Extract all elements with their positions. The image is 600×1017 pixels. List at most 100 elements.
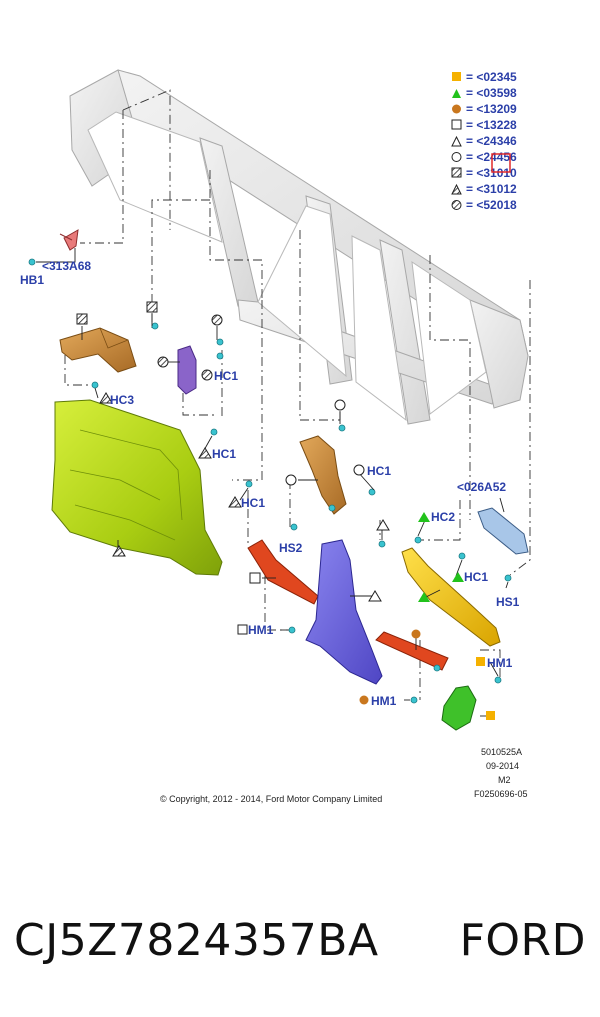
copyright-notice: © Copyright, 2012 - 2014, Ford Motor Com… <box>160 794 382 804</box>
fastener-clip <box>288 626 296 634</box>
meta-line-2: 09-2014 <box>486 761 519 771</box>
legend-filled-circle-icon <box>452 104 461 114</box>
lower-bracket <box>441 685 477 731</box>
part-number: CJ5Z7824357BA <box>14 914 379 966</box>
meta-line-3: M2 <box>498 775 511 785</box>
quarter-trim-panel <box>51 399 223 576</box>
hatched-square-symbol <box>146 301 158 313</box>
open-circle-symbol <box>285 474 297 486</box>
callout-hc1-upper: HC1 <box>214 369 238 383</box>
drawing-metadata: 5010525A 09-2014 M2 F0250696-05 <box>474 747 528 799</box>
reinforcement-bracket <box>477 507 529 555</box>
hatched-triangle-symbol <box>99 392 113 404</box>
hatched-circle-symbol <box>211 314 223 326</box>
fastener-clip <box>151 322 159 330</box>
fastener-clip <box>458 552 466 560</box>
callout-hb1: HB1 <box>20 273 44 287</box>
brand-name: FORD <box>459 914 586 966</box>
hatched-square-symbol <box>76 313 88 325</box>
callout-hs1: HS1 <box>496 595 520 609</box>
fastener-clip <box>328 504 336 512</box>
fastener-clip <box>414 536 422 544</box>
legend-code-24346: = <24346 <box>466 134 517 148</box>
legend-hatched-circle-icon <box>451 200 462 210</box>
small-clip-panel <box>177 345 197 395</box>
fastener-clip <box>216 338 224 346</box>
assembly-guide-lines <box>64 89 531 700</box>
highlight-box <box>491 153 511 173</box>
fastener-clip <box>494 676 502 684</box>
fastener-clip <box>91 381 99 389</box>
front-pillar-trim <box>401 547 501 647</box>
fastener-clip <box>290 523 298 531</box>
open-square-symbol <box>237 624 248 635</box>
legend-code-31012: = <31012 <box>466 182 517 196</box>
hatched-triangle-symbol <box>112 545 126 557</box>
hatched-triangle-symbol <box>198 447 212 459</box>
filled-triangle-symbol <box>418 592 430 602</box>
callout-026a52: <026A52 <box>457 480 506 494</box>
meta-line-4: F0250696-05 <box>474 789 528 799</box>
open-triangle-symbol <box>376 519 390 531</box>
legend-code-02345: = <02345 <box>466 70 517 84</box>
callout-hc3: HC3 <box>110 393 134 407</box>
filled-circle-symbol <box>411 629 421 639</box>
legend-filled-square-icon <box>452 72 461 81</box>
fastener-clip <box>210 428 218 436</box>
legend-code-52018: = <52018 <box>466 198 517 212</box>
callout-hm1-right: HM1 <box>487 656 513 670</box>
symbol-legend: = <02345 = <03598 = <13209 = <13228 = <2… <box>451 70 517 212</box>
fastener-clip <box>433 664 441 672</box>
scuff-strip <box>375 631 449 671</box>
fastener-clip <box>504 574 512 582</box>
callout-hc1-right: HC1 <box>464 570 488 584</box>
fastener-clip <box>216 352 224 360</box>
hatched-triangle-symbol <box>228 496 242 508</box>
callout-hs2: HS2 <box>279 541 303 555</box>
filled-square-symbol <box>486 711 495 720</box>
hatched-circle-symbol <box>157 356 169 368</box>
fastener-clip <box>28 258 36 266</box>
fastener-clip <box>245 480 253 488</box>
legend-code-13209: = <13209 <box>466 102 517 116</box>
legend-filled-triangle-icon <box>452 89 461 98</box>
upper-quarter-bracket <box>59 327 137 373</box>
callout-hc1-center: HC1 <box>367 464 391 478</box>
fastener-clip <box>378 540 386 548</box>
callout-hc2: HC2 <box>431 510 455 524</box>
callout-313a68: <313A68 <box>42 259 91 273</box>
legend-code-03598: = <03598 <box>466 86 517 100</box>
fastener-clip <box>410 696 418 704</box>
filled-triangle-symbol <box>452 572 464 582</box>
callout-labels: <313A68 HB1 HC3 HC1 HC1 HC1 HC1 HS2 HM1 … <box>20 259 520 708</box>
filled-square-symbol <box>476 657 485 666</box>
filled-triangle-symbol <box>418 512 430 522</box>
body-side-frame <box>69 69 529 425</box>
pillar-trim <box>305 539 383 685</box>
filled-circle-symbol <box>359 695 369 705</box>
legend-hatched-square-icon <box>451 167 462 178</box>
part-footer: CJ5Z7824357BA FORD <box>0 900 600 980</box>
meta-line-1: 5010525A <box>481 747 522 757</box>
legend-open-triangle-icon <box>451 135 462 147</box>
center-pillar-bracket <box>299 435 347 515</box>
callout-hm1-left: HM1 <box>248 623 274 637</box>
legend-open-circle-icon <box>451 152 462 162</box>
callout-hc1-middle: HC1 <box>212 447 236 461</box>
callout-hm1-center: HM1 <box>371 694 397 708</box>
callout-hc1-lower: HC1 <box>241 496 265 510</box>
open-square-symbol <box>249 572 261 584</box>
hatched-circle-symbol <box>201 369 213 381</box>
fastener-clip <box>338 424 346 432</box>
legend-open-square-icon <box>451 119 462 130</box>
open-triangle-symbol <box>368 590 382 602</box>
open-circle-symbol <box>353 464 365 476</box>
legend-code-13228: = <13228 <box>466 118 517 132</box>
fastener-clip <box>368 488 376 496</box>
diagram-symbols <box>76 301 495 720</box>
open-circle-symbol <box>334 399 346 411</box>
legend-hatched-triangle-icon <box>451 183 462 195</box>
fasteners <box>28 258 512 704</box>
hook-bracket <box>59 229 79 251</box>
